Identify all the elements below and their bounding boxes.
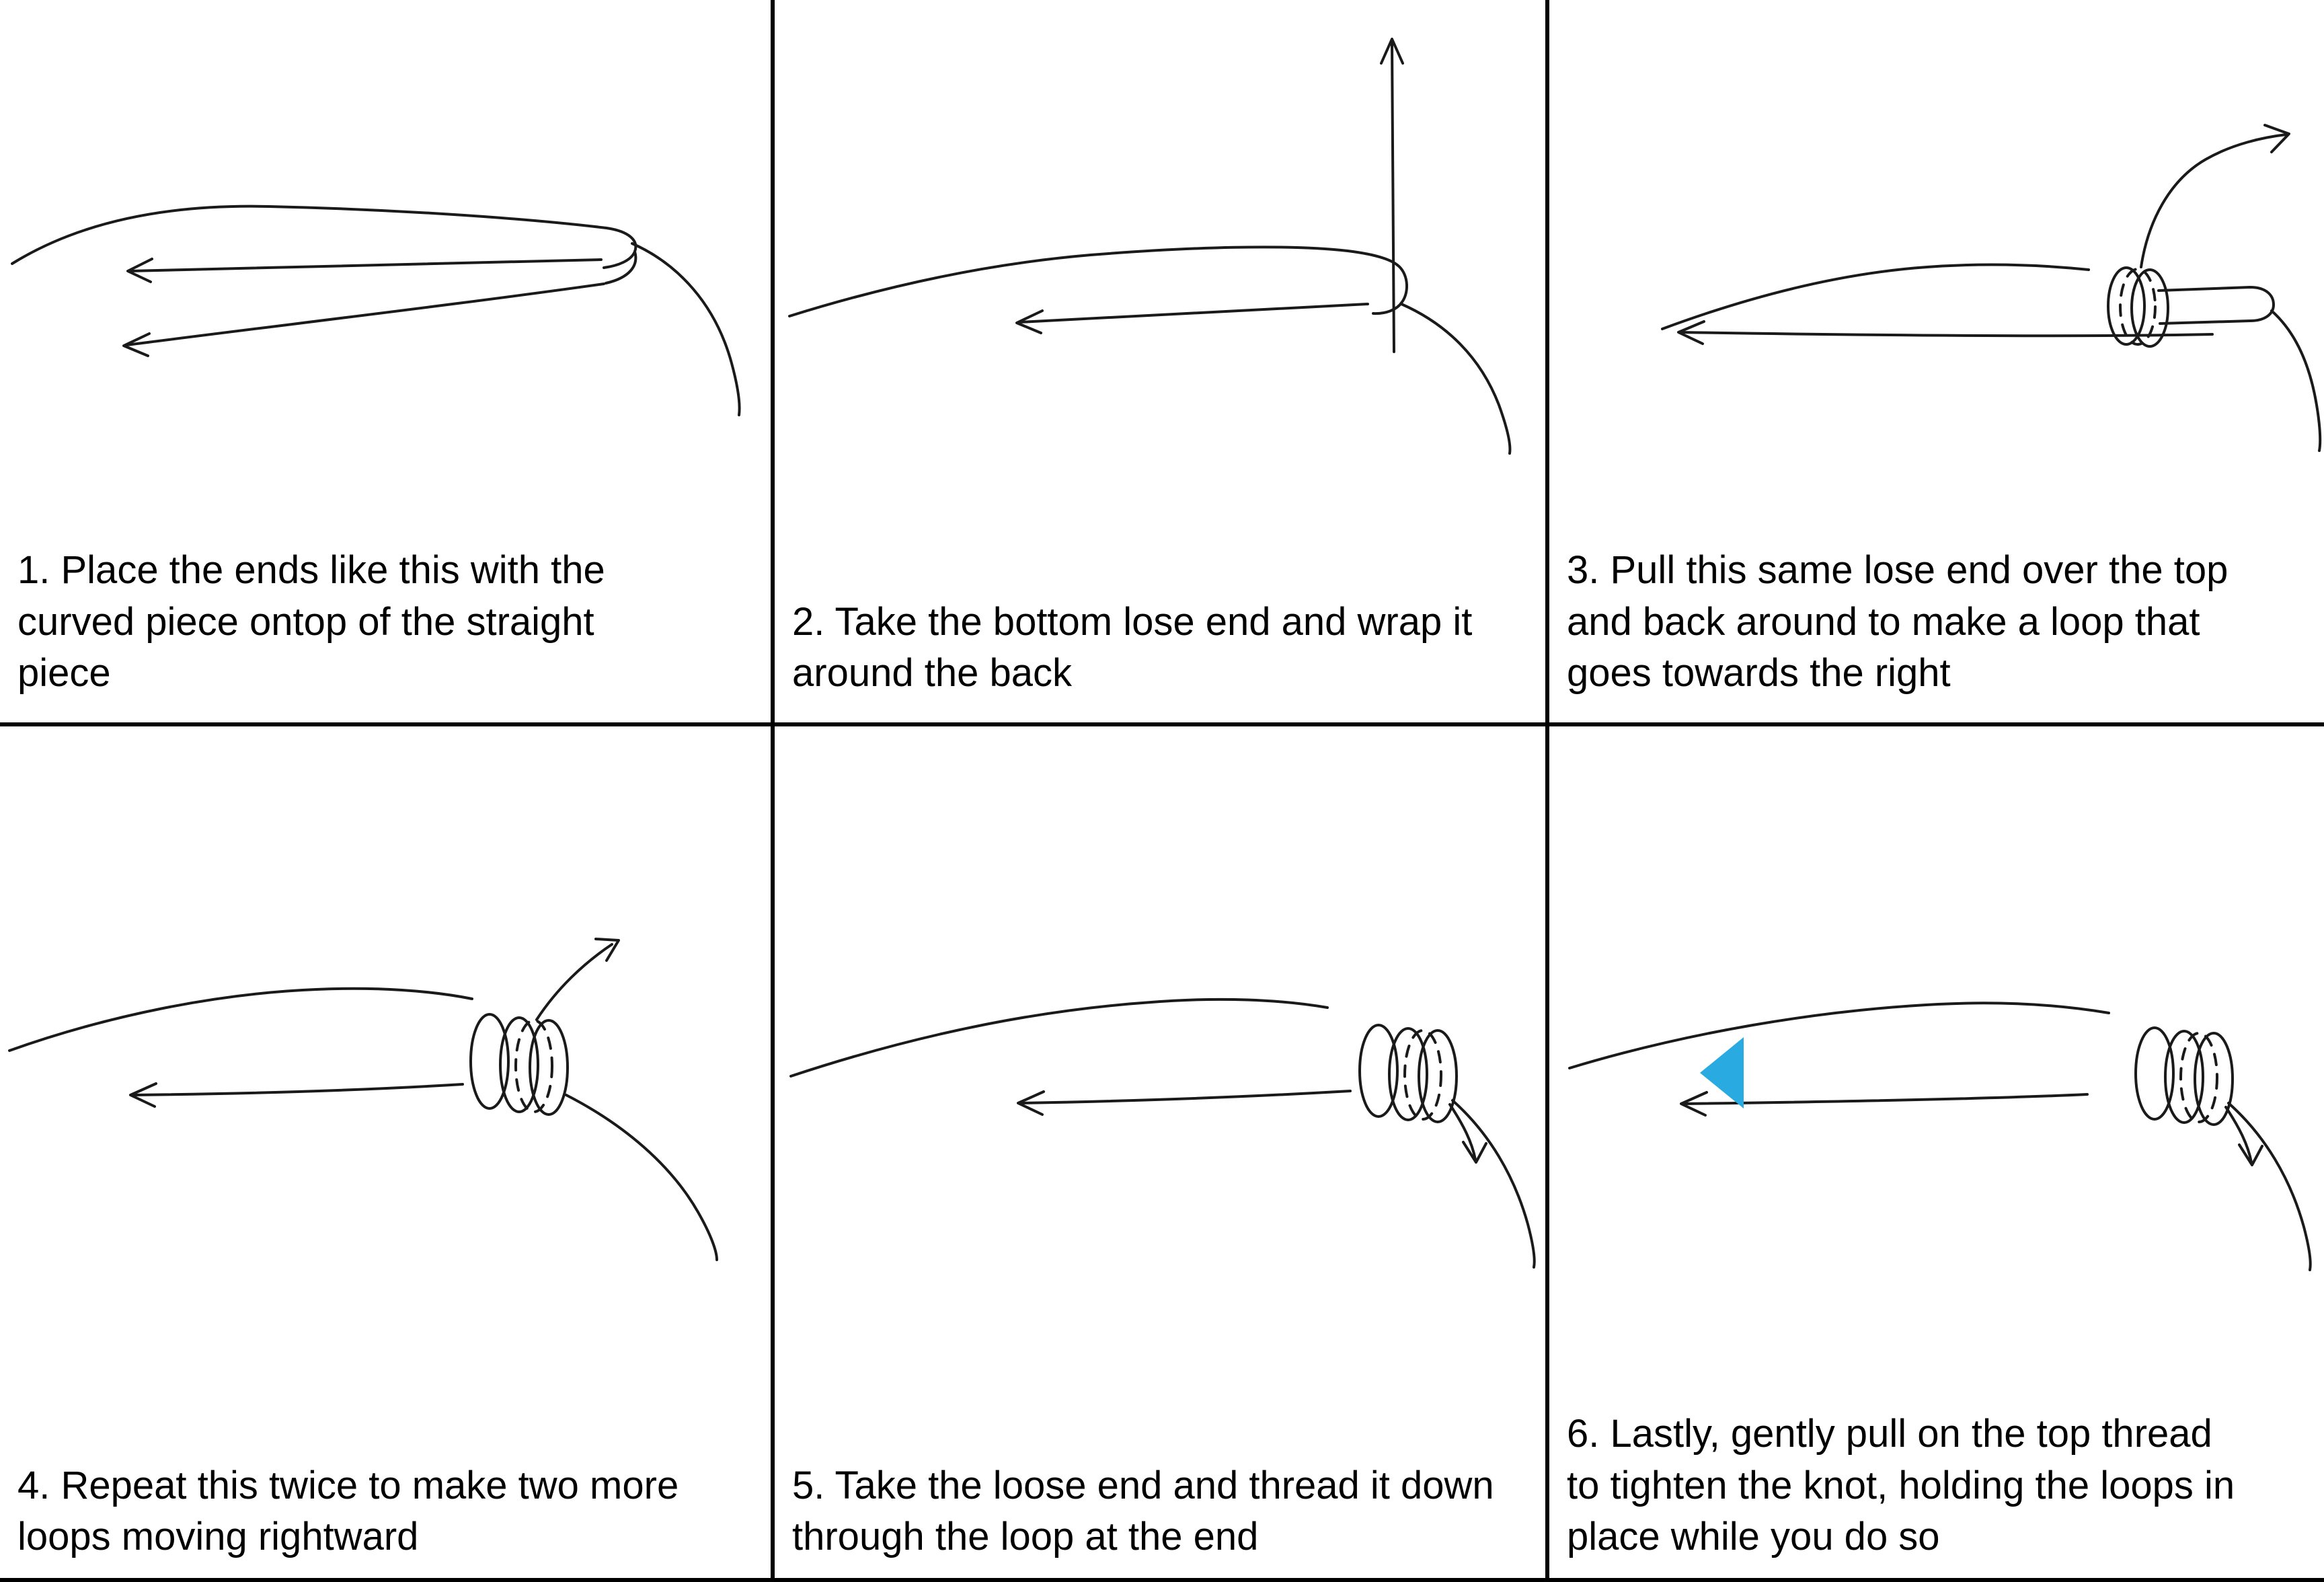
- knot-sketch-step-5: [789, 997, 1536, 1269]
- left-arrowhead: [129, 1082, 157, 1108]
- left-arrow-line: [1680, 331, 2214, 338]
- thread-down-line: [2224, 1106, 2253, 1164]
- panel-step-2: 2. Take the bottom lose end and wrap it …: [775, 0, 1549, 726]
- left-arrow-line: [1682, 1093, 2089, 1105]
- panel-step-5: 5. Take the loose end and thread it down…: [775, 726, 1549, 1578]
- main-thread: [1568, 1002, 2110, 1069]
- left-arrowhead: [1015, 309, 1044, 334]
- loose-end-line: [2140, 133, 2288, 268]
- thread-sketch-step-4: [8, 938, 718, 1261]
- capsule-end-outline: [2157, 286, 2275, 325]
- left-arrow-line: [1018, 303, 1369, 324]
- knot-sketch-step-1: [11, 204, 741, 416]
- curved-end-outline: [11, 204, 637, 269]
- main-thread: [789, 997, 1329, 1078]
- left-arrowhead: [1017, 1090, 1045, 1116]
- knot-sketch-step-2: [788, 38, 1512, 455]
- wrap-around-up-line: [1391, 40, 1395, 353]
- straight-end-upper-line: [128, 258, 603, 272]
- coil-loop: [499, 1016, 539, 1113]
- coil-hidden-line: [1403, 1029, 1442, 1121]
- coil-loop: [1388, 1027, 1428, 1121]
- fold-return-line: [605, 250, 637, 285]
- coil-hidden-line: [2179, 1032, 2218, 1123]
- down-arrowhead: [2238, 1143, 2263, 1166]
- caption-step-3: 3. Pull this same lose end over the top …: [1567, 548, 2229, 695]
- loose-end-arrowhead: [594, 938, 620, 962]
- coil-loop: [1358, 1024, 1399, 1118]
- coil-loop: [469, 1013, 510, 1110]
- tail-thread: [2227, 1102, 2312, 1271]
- caption-step-4: 4. Repeat this twice to make two more lo…: [17, 1463, 679, 1559]
- tail-thread: [565, 1094, 718, 1261]
- thread-sketch-step-3: [1661, 124, 2322, 452]
- coil-loop: [1418, 1029, 1458, 1123]
- caption-step-6: 6. Lastly, gently pull on the top thread…: [1567, 1412, 2235, 1559]
- loose-end-arrowhead: [2263, 124, 2290, 153]
- main-thread: [1661, 263, 2090, 330]
- caption-step-2: 2. Take the bottom lose end and wrap it …: [792, 599, 1473, 695]
- coil-hidden-line: [514, 1019, 553, 1113]
- tail-thread: [1400, 303, 1512, 455]
- coil-loop: [529, 1019, 569, 1116]
- lower-left-arrowhead: [122, 332, 151, 357]
- left-arrow-line: [132, 1083, 464, 1096]
- thread-down-line: [1448, 1103, 1477, 1161]
- main-thread: [788, 246, 1399, 317]
- coil-loop: [2194, 1032, 2234, 1126]
- caption-step-5: 5. Take the loose end and thread it down…: [792, 1463, 1494, 1559]
- thread-sketch-step-6: [1568, 1002, 2312, 1271]
- knot-sketch-step-4: [8, 938, 718, 1261]
- pull-direction-arrow: [1700, 1037, 1744, 1108]
- up-arrowhead: [1380, 38, 1404, 65]
- panel-step-1: 1. Place the ends like this with the cur…: [0, 0, 775, 726]
- coil-loop: [2134, 1026, 2175, 1121]
- left-arrowhead: [1677, 320, 1705, 345]
- upper-left-arrowhead: [126, 258, 153, 283]
- coil-loop: [2164, 1030, 2204, 1124]
- thread-sketch-step-2: [788, 38, 1512, 455]
- tail-thread: [631, 242, 741, 416]
- fold-outline: [1372, 264, 1408, 315]
- loose-end-line: [535, 943, 613, 1021]
- knot-sketch-step-6: [1568, 1002, 2312, 1271]
- left-arrowhead: [1680, 1091, 1708, 1117]
- thread-sketch-step-1: [11, 204, 741, 416]
- straight-end-lower-line: [125, 282, 605, 346]
- coil-loop: [2107, 266, 2146, 346]
- left-arrow-line: [1019, 1090, 1352, 1104]
- tail-thread: [1451, 1099, 1536, 1269]
- knot-sketch-step-3: [1661, 124, 2322, 452]
- down-arrowhead: [1462, 1141, 1487, 1164]
- panel-step-6: 6. Lastly, gently pull on the top thread…: [1549, 726, 2324, 1578]
- coil-loop: [2130, 268, 2169, 348]
- panel-step-3: 3. Pull this same lose end over the top …: [1549, 0, 2324, 726]
- caption-step-1: 1. Place the ends like this with the cur…: [17, 548, 605, 695]
- coil-hidden-line: [2119, 268, 2157, 346]
- panel-step-4: 4. Repeat this twice to make two more lo…: [0, 726, 775, 1578]
- thread-sketch-step-5: [789, 997, 1536, 1269]
- main-thread: [8, 987, 473, 1052]
- tail-thread: [2270, 309, 2322, 452]
